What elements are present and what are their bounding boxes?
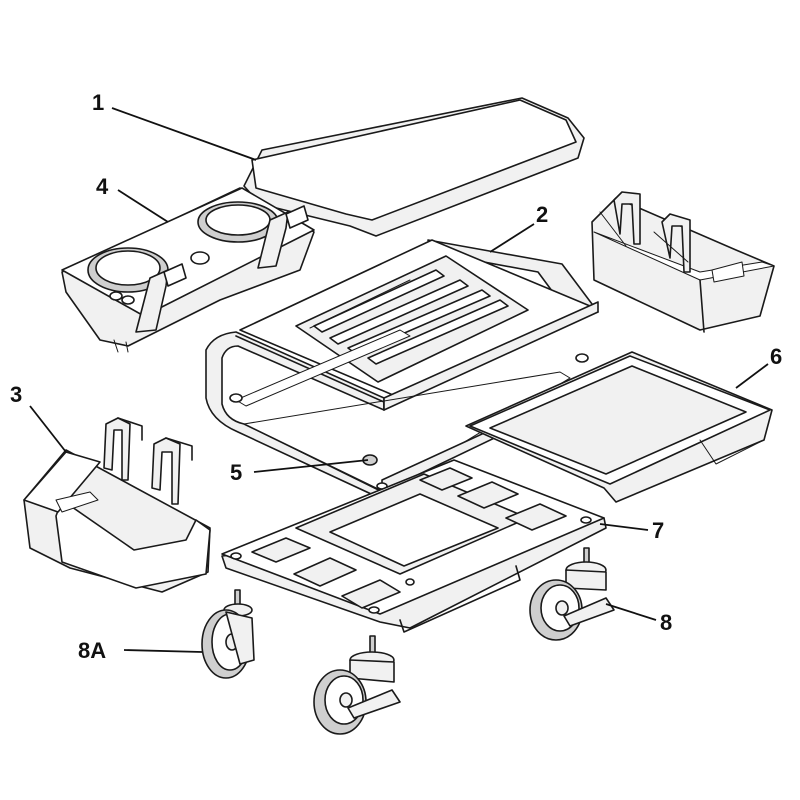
callout-2: 2: [536, 202, 548, 227]
leader-2: [489, 223, 535, 253]
callout-6: 6: [770, 344, 782, 369]
part-4-cup-holder-tray: [61, 187, 315, 353]
callout-labels: 1 2 3 4 5 6 7 8 8A: [10, 90, 782, 663]
leader-5: [253, 459, 369, 473]
leader-8: [605, 603, 657, 621]
callout-8a: 8A: [78, 638, 106, 663]
part-8a-caster: [201, 589, 255, 679]
leader-lines: [29, 107, 769, 653]
callout-3: 3: [10, 382, 22, 407]
part-6-top-tray: [465, 351, 773, 503]
leader-1: [111, 107, 257, 161]
part-7-base-tray: [221, 459, 607, 633]
leader-7: [599, 523, 649, 531]
leader-6: [735, 363, 769, 389]
part-3-left-bin: [23, 417, 211, 593]
callout-8: 8: [660, 610, 672, 635]
callout-7: 7: [652, 518, 664, 543]
callout-4: 4: [96, 174, 109, 199]
leader-3: [29, 405, 67, 453]
callout-1: 1: [92, 90, 104, 115]
callout-5: 5: [230, 460, 242, 485]
right-side-bin: [591, 191, 775, 333]
part-8-caster-right: [529, 547, 615, 641]
part-8-caster-bottom: [313, 635, 401, 735]
leader-8a: [123, 649, 203, 653]
leader-4: [117, 189, 169, 223]
part-2-frame: [205, 239, 599, 501]
